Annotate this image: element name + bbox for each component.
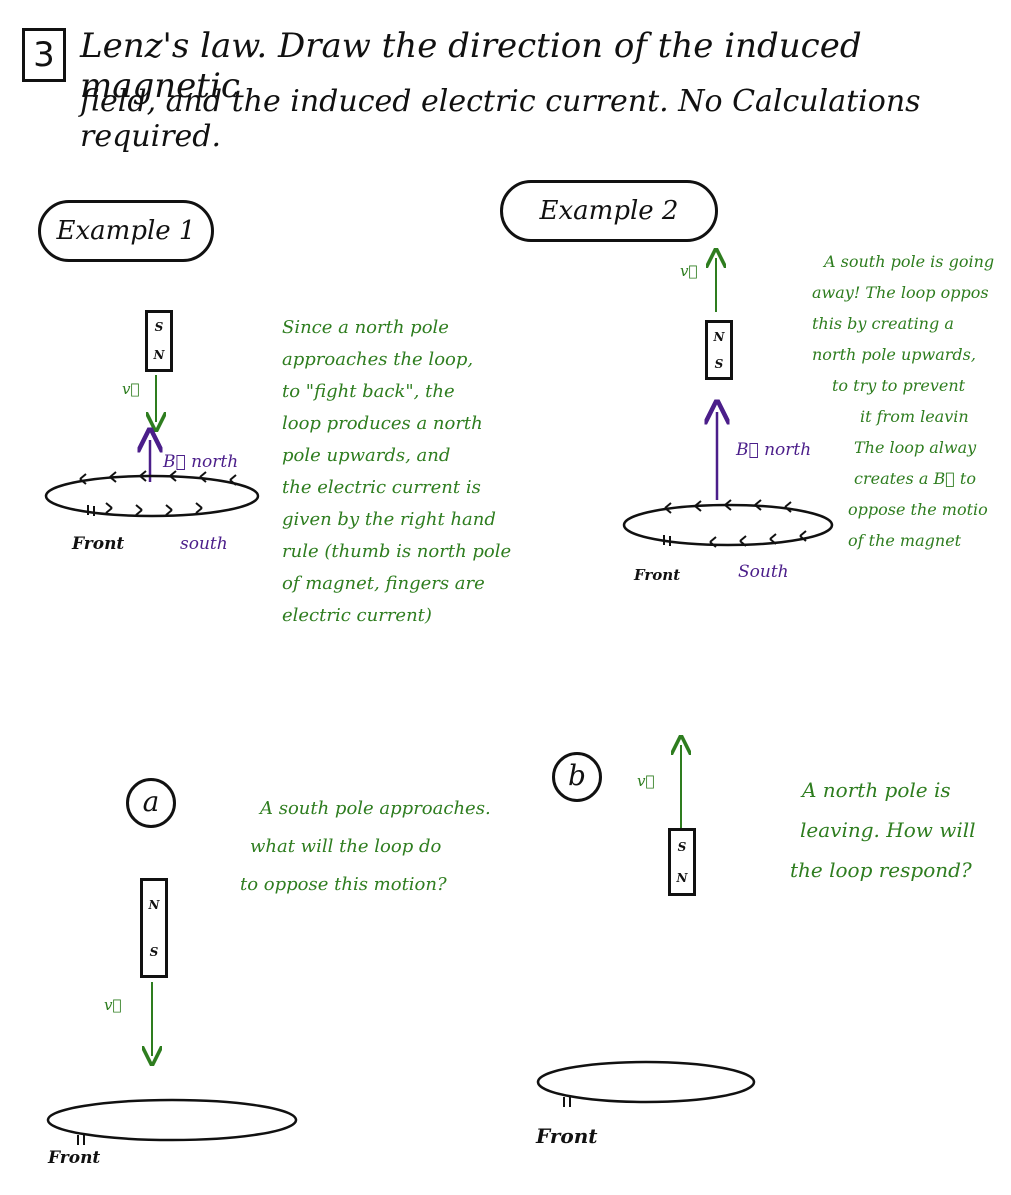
a-magnet-top-pole: N (148, 897, 160, 912)
b-question-line: leaving. How will (800, 818, 976, 842)
ex1-velocity-label: v⃗ (122, 380, 140, 398)
example2-label: Example 2 (500, 180, 718, 242)
ex1-explanation-line: approaches the loop, (282, 349, 474, 370)
ex2-front-label: Front (634, 566, 681, 584)
b-front-label: Front (536, 1124, 598, 1148)
a-velocity-label: v⃗ (104, 996, 122, 1014)
ex2-explanation-line: away! The loop oppos (812, 283, 989, 302)
ex2-magnet-top-pole: N (713, 329, 725, 344)
b-magnet-top-pole: S (677, 839, 687, 854)
problem-title-line2: field, and the induced electric current.… (80, 84, 921, 154)
b-magnet-bottom-pole: N (676, 870, 688, 885)
a-magnet-bottom-pole: S (149, 944, 159, 959)
ex2-explanation-line: of the magnet (848, 531, 962, 550)
ex1-south-label: south (180, 534, 228, 554)
ex2-explanation-line: north pole upwards, (812, 345, 976, 364)
ex2-south-label: South (738, 562, 789, 582)
ex1-explanation-line: electric current) (282, 605, 432, 626)
b-question-line: the loop respond? (790, 858, 972, 882)
ex2-explanation-line: The loop alway (854, 438, 977, 457)
part-a-label: a (126, 778, 176, 828)
a-loop-front-mark (77, 1135, 85, 1145)
a-front-label: Front (48, 1148, 101, 1168)
ex1-magnet: S N (145, 310, 173, 372)
ex2-explanation-line: to try to prevent (832, 376, 966, 395)
ex2-loop (622, 503, 834, 547)
ex1-magnet-bottom-pole: N (153, 348, 165, 362)
a-loop (46, 1098, 298, 1142)
ex1-field-label: B⃗ north (163, 452, 239, 472)
ex2-loop-current-marks (663, 499, 807, 548)
a-question: A south pole approaches. what will the l… (240, 790, 540, 904)
ex1-explanation-line: given by the right hand (282, 509, 496, 530)
ex1-explanation-line: to "fight back", the (282, 381, 455, 402)
ex2-explanation-line: creates a B⃗ to (854, 469, 976, 488)
ex1-explanation-line: Since a north pole (282, 317, 449, 338)
b-magnet: S N (668, 828, 696, 896)
ex1-explanation-line: the electric current is (282, 477, 481, 498)
a-question-line: to oppose this motion? (240, 874, 447, 895)
example1-label: Example 1 (38, 200, 214, 262)
part-b-label: b (552, 752, 602, 802)
ex1-explanation-line: loop produces a north (282, 413, 483, 434)
b-question-line: A north pole is (802, 778, 951, 802)
ex2-magnet-bottom-pole: S (714, 356, 724, 371)
ex1-loop (44, 474, 260, 518)
ex2-explanation-line: this by creating a (812, 314, 954, 333)
ex2-magnet: N S (705, 320, 733, 380)
ex2-explanation: A south pole is going away! The loop opp… (812, 246, 1011, 556)
ex2-explanation-line: oppose the motio (848, 500, 988, 519)
problem-number-box: 3 (22, 28, 66, 82)
ex2-velocity-label: v⃗ (680, 262, 698, 280)
ex1-explanation: Since a north pole approaches the loop, … (282, 312, 582, 632)
a-question-line: what will the loop do (250, 836, 442, 857)
ex1-explanation-line: of magnet, fingers are (282, 573, 485, 594)
b-loop-front-mark (563, 1097, 571, 1107)
a-question-line: A south pole approaches. (260, 798, 491, 819)
a-magnet: N S (140, 878, 168, 978)
b-loop (536, 1060, 756, 1104)
ex1-magnet-top-pole: S (154, 320, 164, 334)
problem-title-line1: Lenz's law. Draw the direction of the in… (80, 26, 862, 106)
b-question: A north pole is leaving. How will the lo… (790, 770, 1011, 890)
ex1-loop-current-marks (79, 470, 237, 516)
ex1-explanation-line: rule (thumb is north pole (282, 541, 512, 562)
ex1-explanation-line: pole upwards, and (282, 445, 451, 466)
problem-number: 3 (33, 35, 55, 75)
ex1-front-label: Front (72, 534, 125, 554)
ex2-explanation-line: A south pole is going (824, 252, 995, 271)
ex2-field-label: B⃗ north (736, 440, 812, 460)
ex2-explanation-line: it from leavin (860, 407, 969, 426)
b-velocity-label: v⃗ (637, 772, 655, 790)
